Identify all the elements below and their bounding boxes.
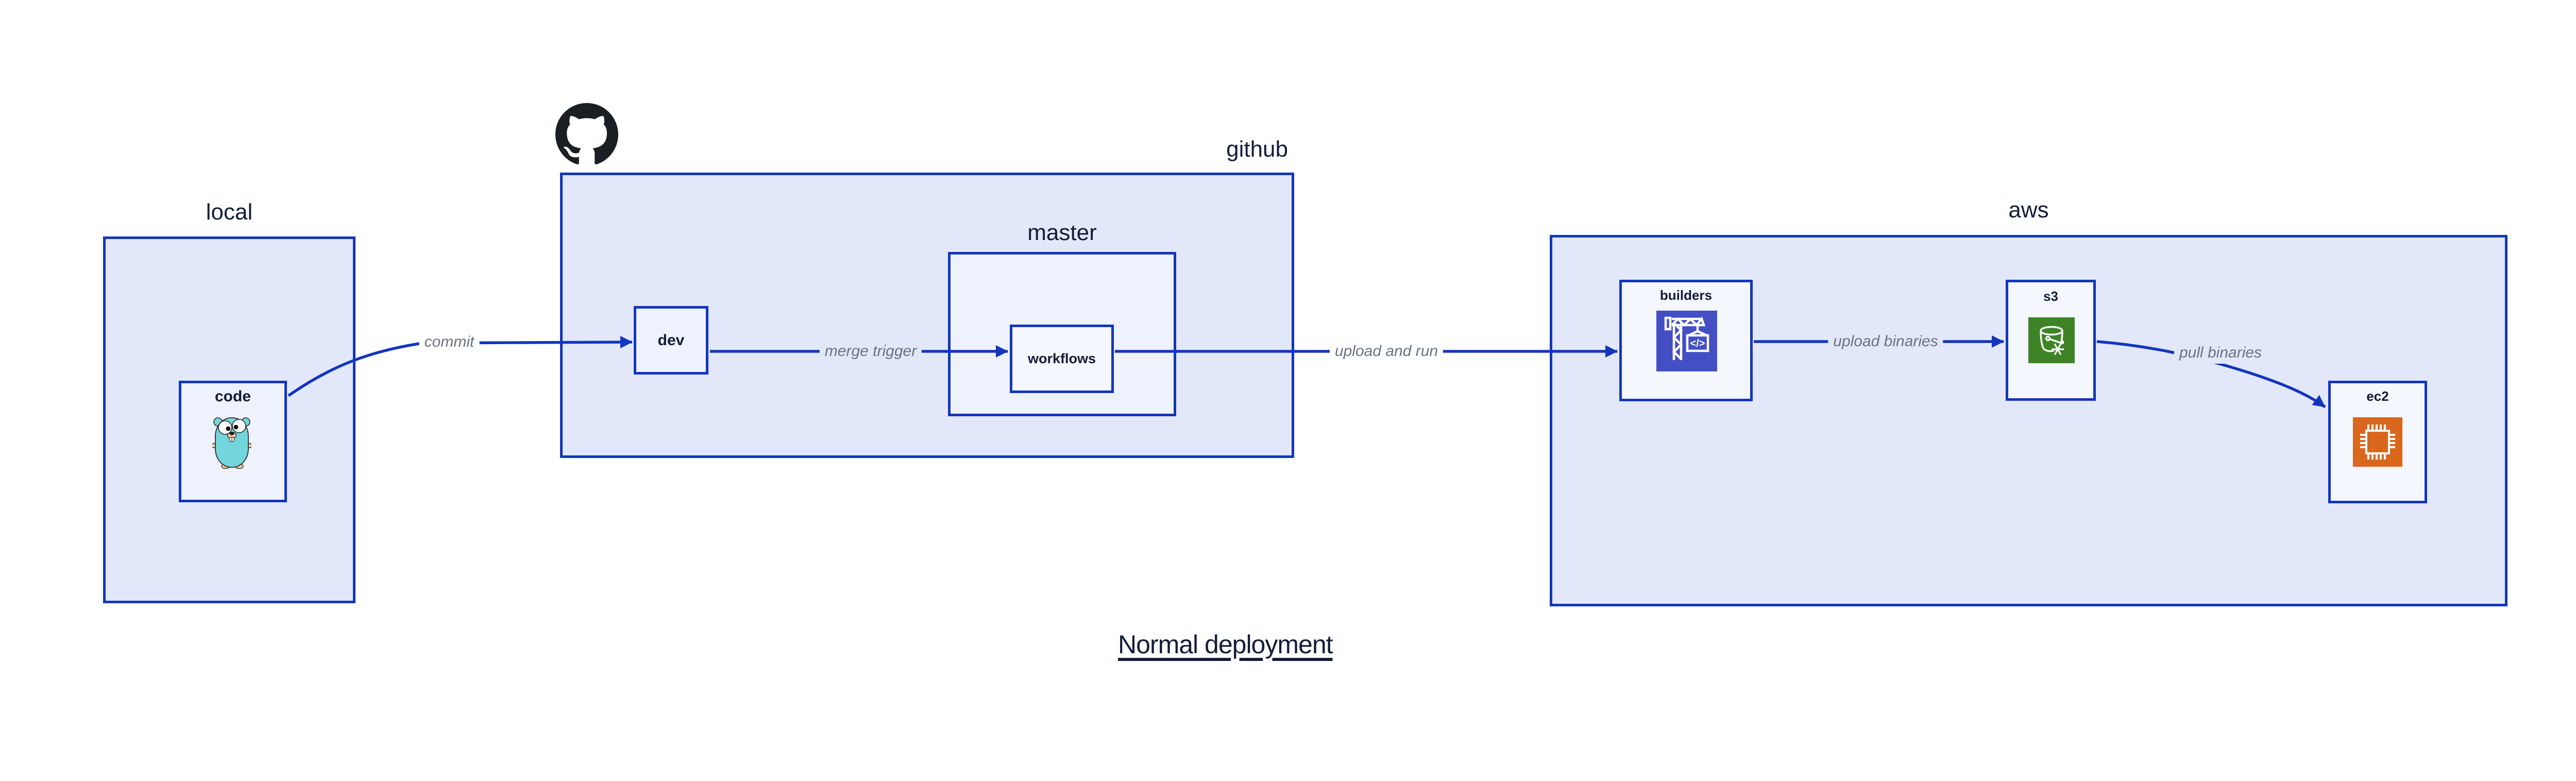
- ec2-node-box: [2328, 381, 2427, 503]
- dev-node-label: dev: [657, 331, 685, 349]
- ec2-chip-icon: [2353, 417, 2402, 467]
- svg-text:</>: </>: [1690, 338, 1705, 349]
- edge-label-upload-and-run: upload and run: [1329, 341, 1444, 362]
- local-group-label: local: [206, 199, 253, 225]
- builders-node-label: builders: [1659, 287, 1713, 303]
- s3-node-label: s3: [2043, 288, 2058, 304]
- edge-label-merge-trigger: merge trigger: [819, 341, 922, 362]
- github-octocat-icon: [555, 103, 618, 164]
- aws-group-label: aws: [2008, 197, 2049, 223]
- codebuild-crane-icon: </>: [1656, 311, 1717, 371]
- s3-glacier-bucket-icon: [2028, 317, 2075, 363]
- workflows-node-box: workflows: [1010, 325, 1114, 393]
- ec2-node-label: ec2: [2366, 388, 2389, 404]
- master-branch-label: master: [1027, 220, 1097, 245]
- go-gopher-icon: [212, 417, 251, 469]
- workflows-node-label: workflows: [1027, 351, 1096, 366]
- code-node-label: code: [214, 388, 251, 405]
- edge-label-upload-binaries: upload binaries: [1828, 331, 1943, 352]
- github-group-label: github: [1226, 137, 1288, 162]
- diagram-title: Normal deployment: [1118, 630, 1333, 659]
- dev-node-box: dev: [634, 306, 708, 375]
- edge-label-commit: commit: [419, 331, 480, 353]
- edge-label-pull-binaries: pull binaries: [2174, 342, 2267, 364]
